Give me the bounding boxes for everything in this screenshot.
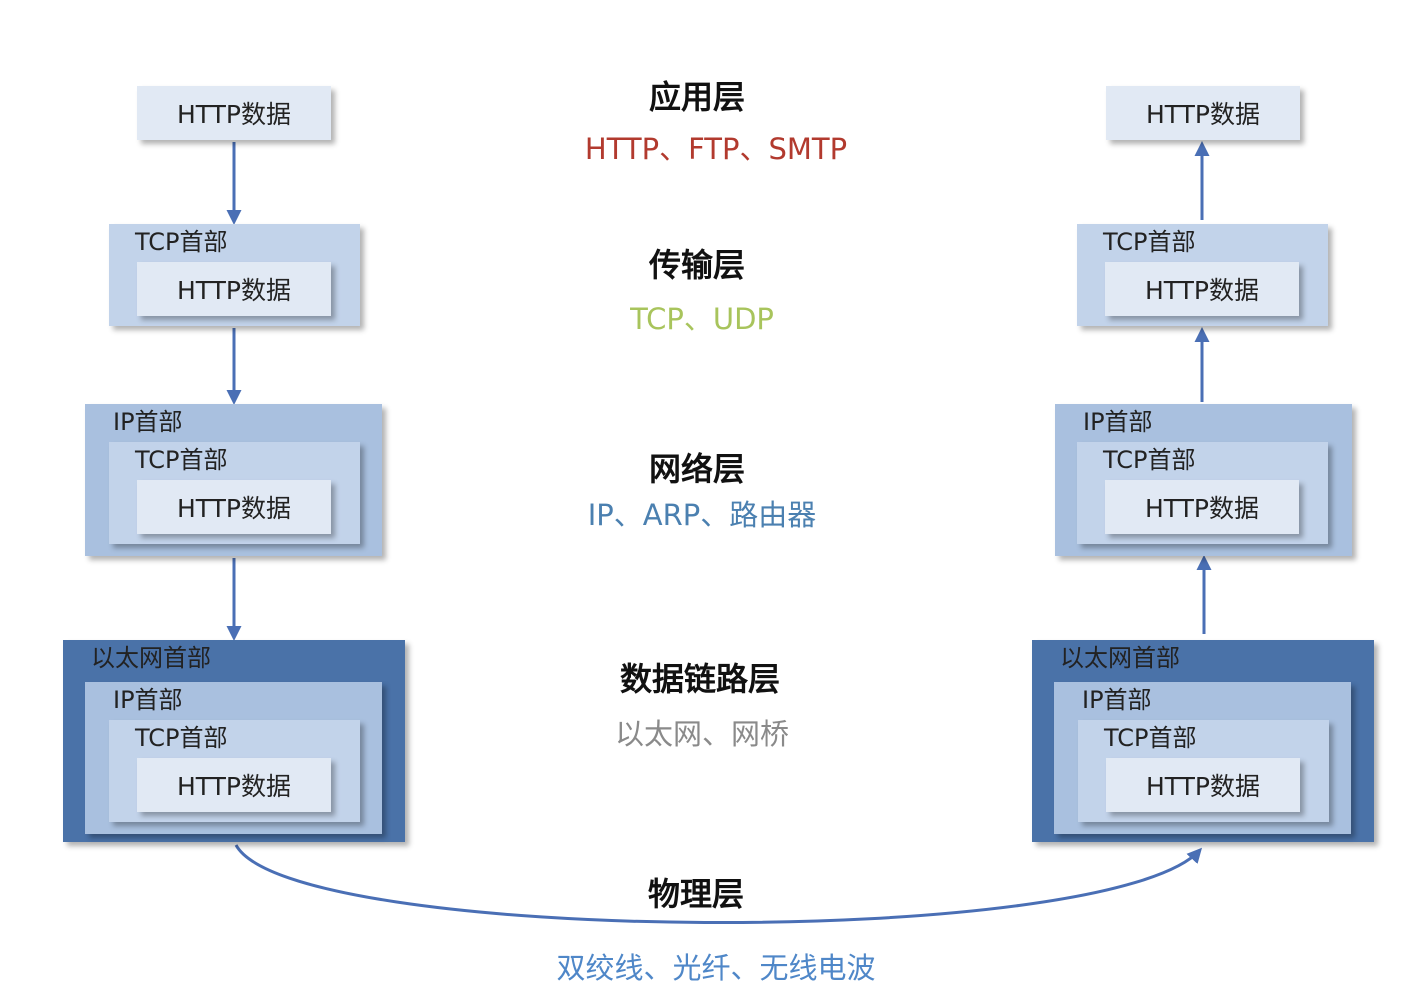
arrow-physical-transmission bbox=[234, 844, 1203, 925]
right-network-tcp-segment: TCP首部 HTTP数据 bbox=[1077, 442, 1328, 544]
http-data-label: HTTP数据 bbox=[177, 772, 291, 801]
left-network-ip-packet: IP首部 TCP首部 HTTP数据 bbox=[85, 404, 382, 556]
right-app-http-data: HTTP数据 bbox=[1106, 86, 1300, 140]
layer-protocols-datalink: 以太网、网桥 bbox=[614, 717, 789, 751]
left-transport-http-data: HTTP数据 bbox=[137, 262, 331, 316]
http-data-label: HTTP数据 bbox=[1146, 100, 1260, 129]
http-data-label: HTTP数据 bbox=[1145, 276, 1259, 305]
layer-title-physical: 物理层 bbox=[647, 875, 744, 913]
layer-title-datalink: 数据链路层 bbox=[619, 660, 780, 698]
left-transport-tcp-segment: TCP首部 HTTP数据 bbox=[109, 224, 360, 326]
layer-title-transport: 传输层 bbox=[648, 246, 745, 284]
right-datalink-http-data: HTTP数据 bbox=[1106, 758, 1300, 812]
ip-header-label: IP首部 bbox=[113, 408, 183, 436]
ip-header-label: IP首部 bbox=[1083, 408, 1153, 436]
left-network-tcp-segment: TCP首部 HTTP数据 bbox=[109, 442, 360, 544]
layer-protocols-physical: 双绞线、光纤、无线电波 bbox=[556, 951, 876, 985]
right-network-http-data: HTTP数据 bbox=[1105, 480, 1299, 534]
left-datalink-http-data: HTTP数据 bbox=[137, 758, 331, 812]
right-datalink-ip-packet: IP首部 TCP首部 HTTP数据 bbox=[1054, 682, 1351, 834]
tcp-header-label: TCP首部 bbox=[135, 446, 228, 474]
left-datalink-tcp-segment: TCP首部 HTTP数据 bbox=[109, 720, 360, 822]
left-app-http-data: HTTP数据 bbox=[137, 86, 331, 140]
layer-title-application: 应用层 bbox=[648, 78, 745, 116]
ethernet-header-label: 以太网首部 bbox=[1060, 644, 1180, 672]
tcp-header-label: TCP首部 bbox=[1103, 228, 1196, 256]
layer-protocols-application: HTTP、FTP、SMTP bbox=[584, 132, 848, 166]
left-datalink-ip-packet: IP首部 TCP首部 HTTP数据 bbox=[85, 682, 382, 834]
right-datalink-tcp-segment: TCP首部 HTTP数据 bbox=[1078, 720, 1329, 822]
ethernet-header-label: 以太网首部 bbox=[91, 644, 211, 672]
ip-header-label: IP首部 bbox=[1082, 686, 1152, 714]
http-data-label: HTTP数据 bbox=[177, 100, 291, 129]
http-data-label: HTTP数据 bbox=[1146, 772, 1260, 801]
tcp-header-label: TCP首部 bbox=[1104, 724, 1197, 752]
right-transport-tcp-segment: TCP首部 HTTP数据 bbox=[1077, 224, 1328, 326]
left-network-http-data: HTTP数据 bbox=[137, 480, 331, 534]
http-data-label: HTTP数据 bbox=[177, 276, 291, 305]
tcp-header-label: TCP首部 bbox=[1103, 446, 1196, 474]
tcp-header-label: TCP首部 bbox=[135, 724, 228, 752]
right-network-ip-packet: IP首部 TCP首部 HTTP数据 bbox=[1055, 404, 1352, 556]
http-data-label: HTTP数据 bbox=[177, 494, 291, 523]
layer-protocols-network: IP、ARP、路由器 bbox=[587, 498, 817, 532]
layer-title-network: 网络层 bbox=[648, 450, 745, 488]
layer-protocols-transport: TCP、UDP bbox=[630, 302, 774, 336]
right-transport-http-data: HTTP数据 bbox=[1105, 262, 1299, 316]
tcp-header-label: TCP首部 bbox=[135, 228, 228, 256]
right-datalink-ethernet-frame: 以太网首部 IP首部 TCP首部 HTTP数据 bbox=[1032, 640, 1374, 842]
left-datalink-ethernet-frame: 以太网首部 IP首部 TCP首部 HTTP数据 bbox=[63, 640, 405, 842]
http-data-label: HTTP数据 bbox=[1145, 494, 1259, 523]
ip-header-label: IP首部 bbox=[113, 686, 183, 714]
